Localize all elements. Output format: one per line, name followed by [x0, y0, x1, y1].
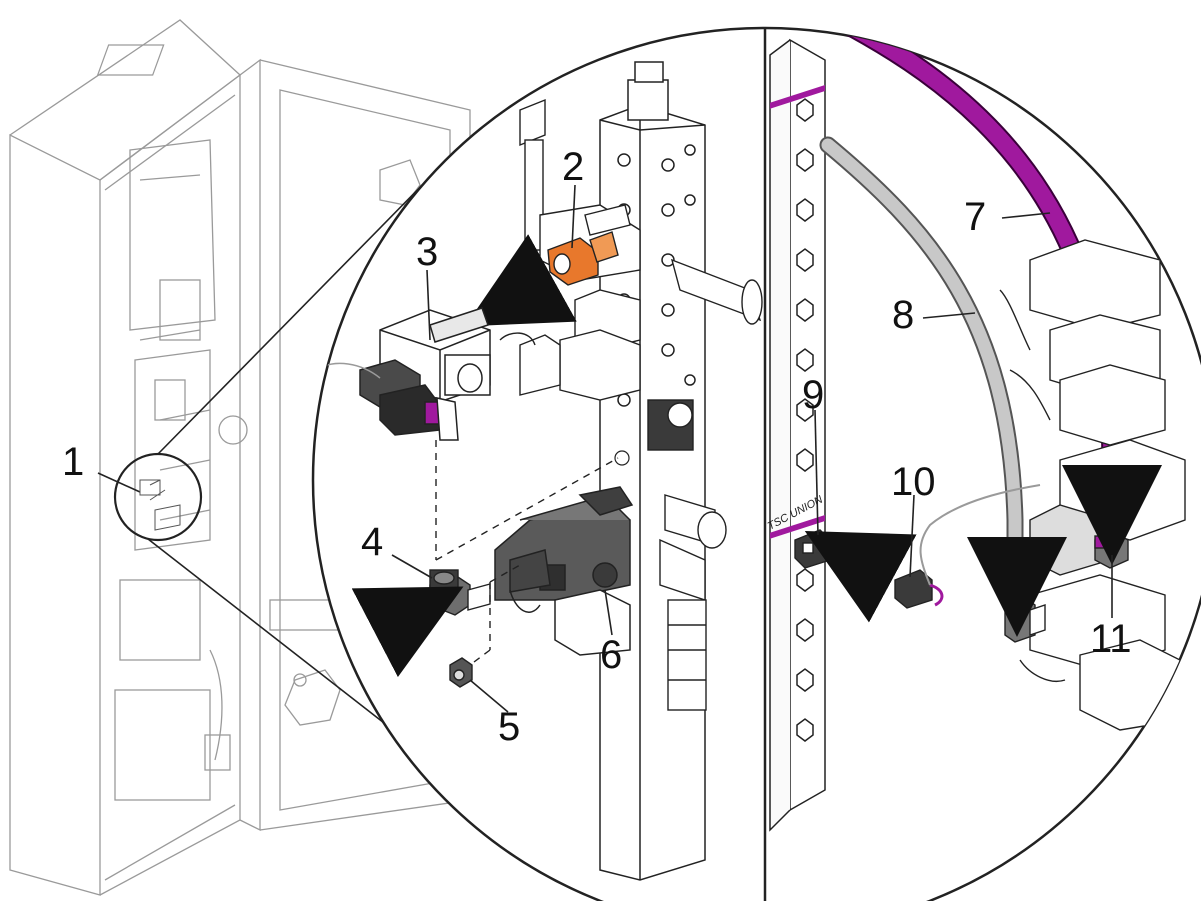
- callout-11: 11: [1090, 617, 1132, 661]
- arrow-part-2: [465, 234, 577, 327]
- callout-6: 6: [600, 633, 622, 677]
- part-6-valve: [494, 486, 634, 656]
- part-5-plug: [449, 657, 473, 688]
- callout-leaders: [391, 184, 1113, 713]
- slotted-panel: [769, 38, 826, 832]
- leader-line-upper: [157, 171, 436, 455]
- cabinet-overview: [9, 19, 471, 896]
- callout-3: 3: [416, 230, 438, 274]
- callout-8: 8: [892, 293, 914, 337]
- callout-10: 10: [891, 460, 936, 504]
- callout-1: 1: [62, 440, 84, 484]
- callout-5: 5: [498, 705, 520, 749]
- right-fittings: [647, 258, 763, 711]
- arrow-part-4: [351, 586, 464, 678]
- manifold-block: [599, 61, 706, 881]
- detail-circle: [113, 452, 203, 542]
- callout-4: 4: [361, 520, 383, 564]
- callout-9: 9: [802, 373, 824, 417]
- callout-7: 7: [964, 195, 986, 239]
- assembly-guides: [435, 440, 619, 666]
- callout-1-leader: [97, 472, 141, 493]
- part-3-valve: [319, 307, 491, 441]
- arrow-connector: [804, 530, 917, 623]
- callout-2: 2: [562, 145, 584, 189]
